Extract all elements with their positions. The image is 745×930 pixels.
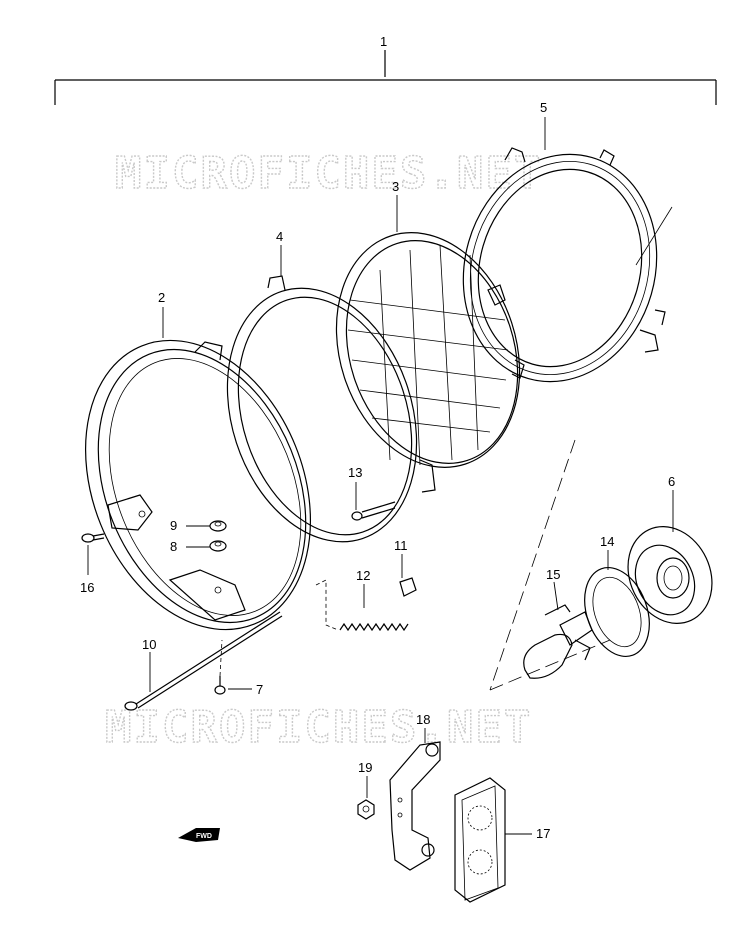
part-17-reflector (454, 777, 532, 903)
callout-14: 14 (600, 534, 614, 549)
callout-17: 17 (536, 826, 550, 841)
callout-18: 18 (416, 712, 430, 727)
part-18-bracket (389, 728, 441, 871)
watermark-top: MICROFICHES.NET (115, 148, 542, 199)
part-12-spring (315, 579, 409, 632)
callout-11: 11 (394, 538, 408, 553)
part-4-ring (226, 245, 436, 543)
callout-19: 19 (358, 760, 372, 775)
fwd-label: FWD (196, 833, 212, 840)
watermark-bottom: MICROFICHES.NET (105, 702, 532, 753)
callout-15: 15 (546, 567, 560, 582)
part-14-retainer (584, 550, 650, 658)
callout-7: 7 (256, 682, 263, 697)
part-7-screw (214, 639, 252, 695)
callout-3: 3 (392, 179, 399, 194)
callout-9: 9 (170, 518, 177, 533)
part-19-nut (357, 776, 375, 820)
part-10-bolt (124, 611, 283, 711)
callout-2: 2 (158, 290, 165, 305)
part-8-washer (186, 540, 227, 552)
callout-1: 1 (380, 34, 387, 49)
part-6-socket-cover (627, 490, 713, 624)
fwd-arrow: FWD (178, 828, 220, 842)
callout-5: 5 (540, 100, 547, 115)
callout-12: 12 (356, 568, 370, 583)
projection-lines (489, 439, 611, 691)
part-15-bulb (523, 581, 593, 679)
part-13-screw (351, 482, 396, 521)
part-9-nut (186, 520, 227, 532)
part-11-clip (399, 554, 417, 597)
callouts: 1 2 3 4 5 6 7 8 9 10 11 12 13 14 15 16 1… (80, 34, 675, 841)
callout-16: 16 (80, 580, 94, 595)
part-3-lens (335, 195, 525, 468)
callout-6: 6 (668, 474, 675, 489)
callout-13: 13 (348, 465, 362, 480)
part-16-screw (81, 533, 105, 575)
part-5-housing (462, 117, 673, 383)
assembly-bracket (54, 50, 717, 105)
callout-4: 4 (276, 229, 283, 244)
callout-8: 8 (170, 539, 177, 554)
callout-10: 10 (142, 637, 156, 652)
part-2-rim (84, 307, 312, 631)
